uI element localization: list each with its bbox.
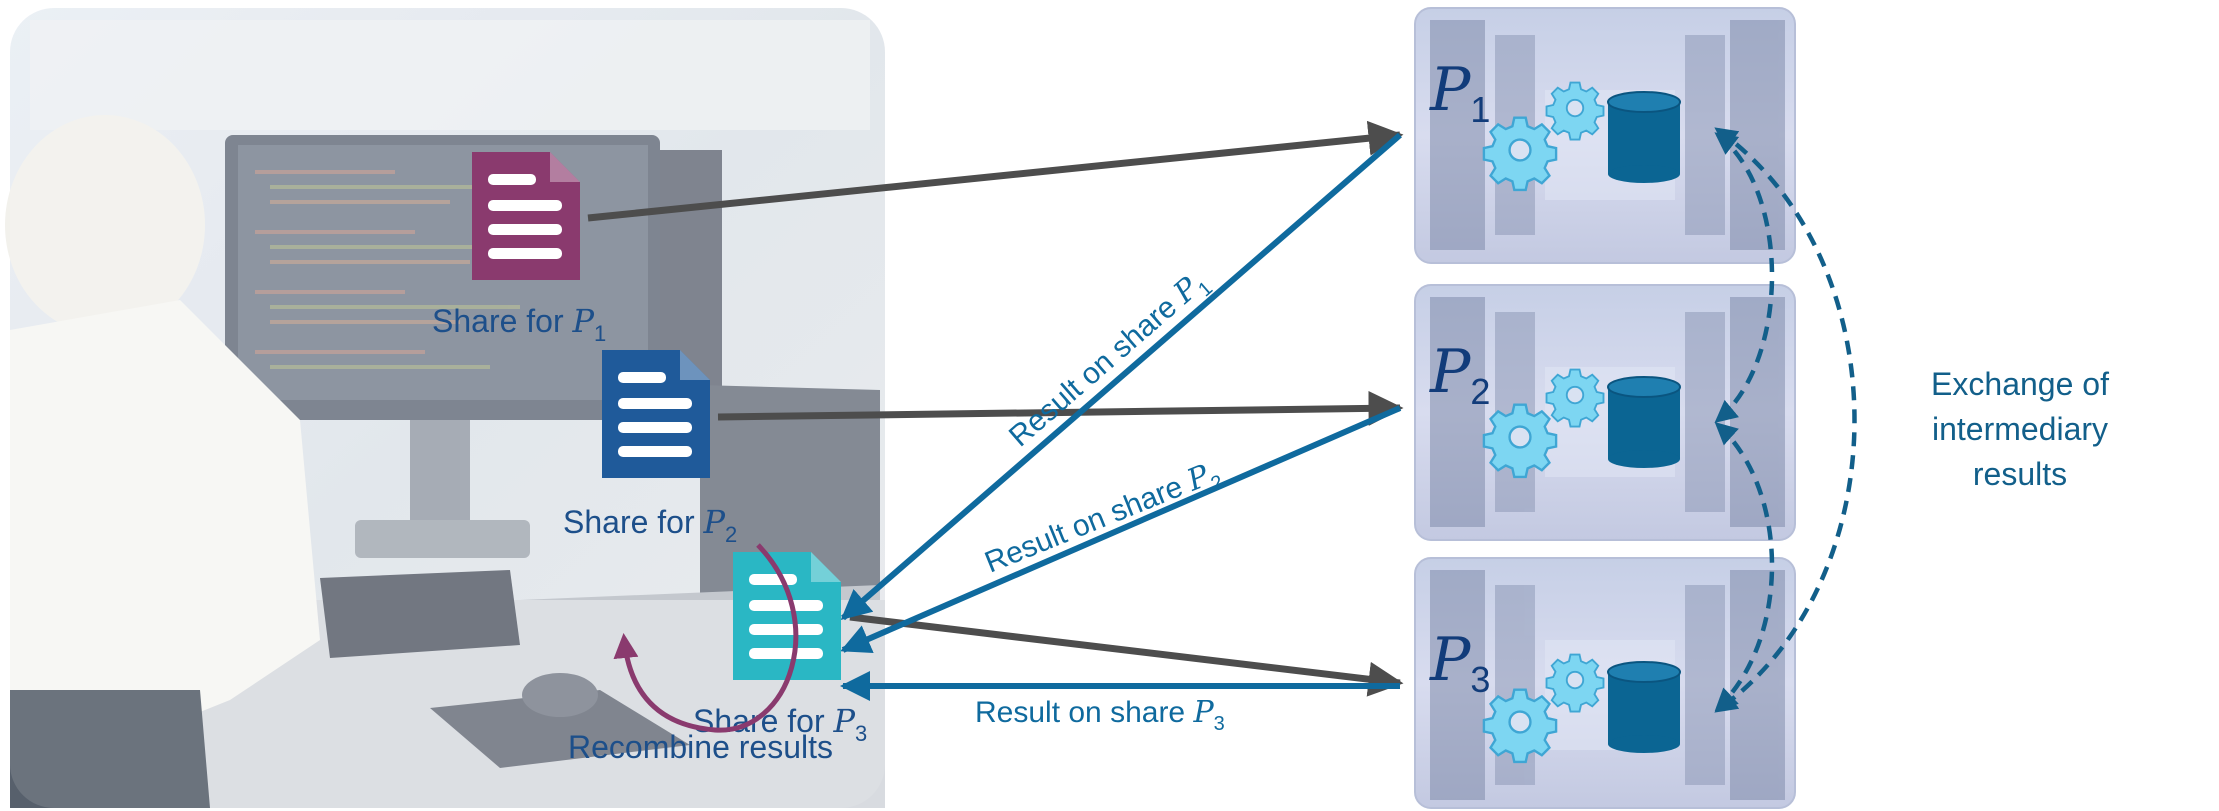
database-icon — [1607, 376, 1681, 468]
result-label-p2: Result on share P2 — [980, 454, 1227, 585]
arrow-share-p2 — [717, 390, 1404, 426]
server-p3-var: P — [1429, 625, 1472, 695]
user-photo-background — [5, 8, 885, 808]
server-p2-var: P — [1429, 337, 1472, 407]
server-p3: P3 — [1414, 557, 1796, 809]
exchange-label-line-2: intermediary — [1932, 411, 2108, 447]
gear-icon — [1482, 116, 1558, 192]
exchange-label-line-3: results — [1973, 456, 2067, 492]
gear-icon — [1482, 688, 1558, 764]
exchange-label: Exchange of intermediary results — [1931, 366, 2109, 492]
recombine-label: Recombine results — [568, 729, 833, 765]
arrow-share-p3 — [849, 613, 1404, 697]
share-doc-p1-icon — [472, 152, 580, 280]
database-icon — [1607, 661, 1681, 753]
share-label-p2: Share for P2 — [563, 503, 737, 547]
gear-icon — [1545, 653, 1605, 713]
server-p1-var: P — [1429, 55, 1472, 125]
gear-icon — [1545, 81, 1605, 141]
gear-icon — [1545, 368, 1605, 428]
recombine-arrow — [613, 543, 799, 733]
database-icon — [1607, 91, 1681, 183]
share-doc-p2-icon — [602, 350, 710, 478]
server-p3-sub: 3 — [1470, 659, 1490, 700]
exchange-arrow-p1-p3 — [1714, 127, 1857, 713]
svg-text:P1: P1 — [1429, 55, 1490, 130]
result-label-p1: Result on share P1 — [1002, 264, 1217, 458]
arrow-result-p1 — [840, 132, 1402, 621]
arrow-result-p2 — [840, 405, 1402, 653]
svg-text:P2: P2 — [1429, 337, 1490, 412]
share-label-p1: Share for P1 — [432, 302, 606, 346]
server-p1-sub: 1 — [1470, 89, 1490, 130]
exchange-label-line-1: Exchange of — [1931, 366, 2109, 402]
server-p2: P2 — [1414, 284, 1796, 541]
result-label-p3: Result on share P3 — [975, 695, 1225, 735]
arrow-share-p1 — [587, 120, 1404, 222]
exchange-arrow-p1-p2 — [1714, 132, 1775, 423]
gear-icon — [1482, 403, 1558, 479]
share-doc-p3-icon — [733, 552, 841, 680]
share-label-p3: Share for P3 — [693, 702, 867, 746]
server-p1: P1 — [1414, 7, 1796, 264]
svg-text:P3: P3 — [1429, 625, 1490, 700]
server-p2-sub: 2 — [1470, 371, 1490, 412]
